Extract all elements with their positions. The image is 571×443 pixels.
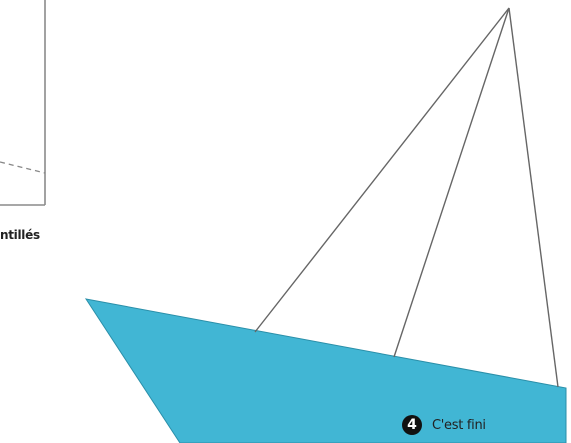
sailboat [86, 8, 566, 443]
boat-hull [86, 299, 566, 443]
mast-line-left [255, 8, 509, 332]
step-number-badge: 4 [402, 415, 422, 435]
mast-line-middle [394, 8, 509, 357]
previous-step-label: ntillés [0, 228, 40, 242]
mast-line-right [509, 8, 558, 387]
dashed-fold-line [0, 162, 45, 173]
final-step: 4 C'est fini [402, 414, 486, 436]
step-caption: C'est fini [432, 418, 486, 433]
previous-step-frame [0, 0, 45, 205]
